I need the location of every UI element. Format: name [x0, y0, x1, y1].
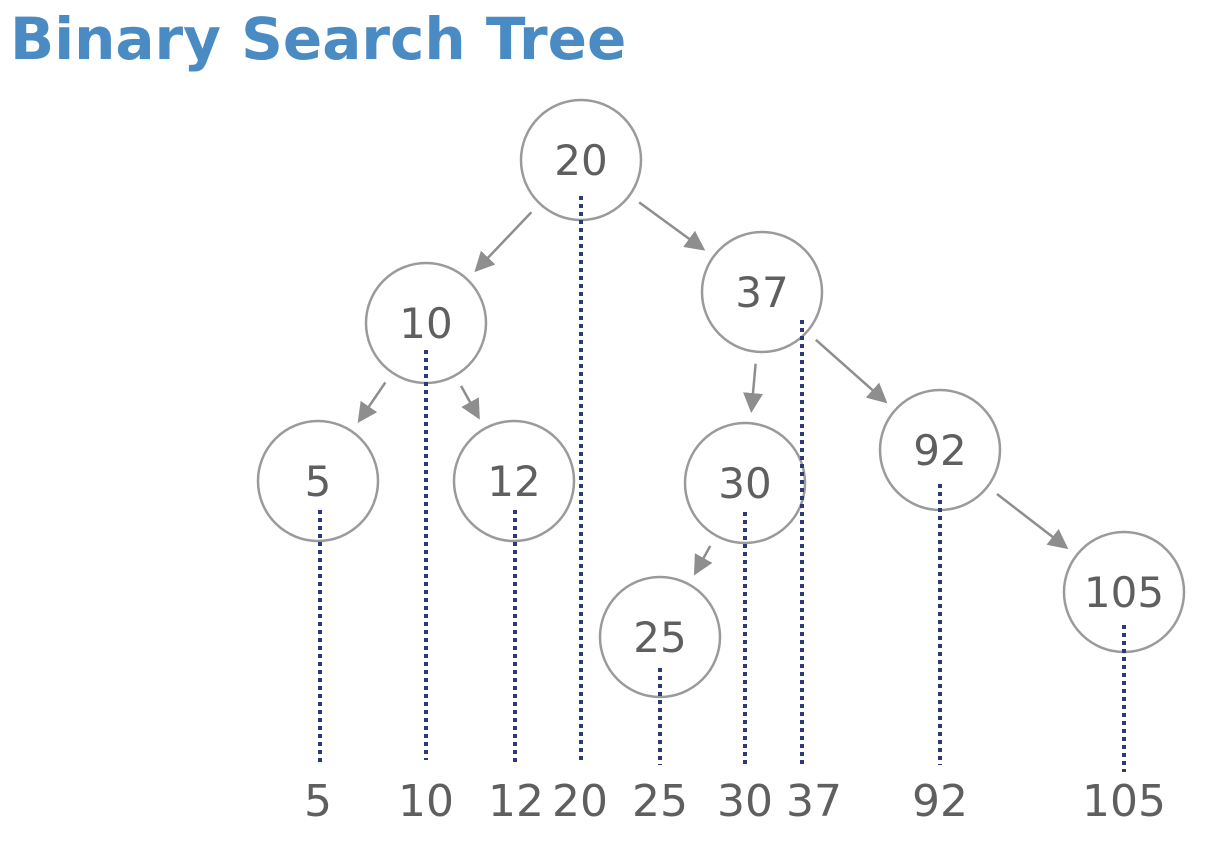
node-label: 105 — [1084, 568, 1164, 617]
edge-n10-n12 — [459, 385, 480, 420]
node-label: 10 — [399, 299, 452, 348]
tree-node: 10 — [364, 261, 488, 385]
node-circle — [452, 419, 576, 543]
sorted-value: 105 — [1082, 776, 1166, 827]
sorted-value: 12 — [488, 776, 544, 827]
tree-node: 12 — [452, 419, 576, 543]
edge-n10-n5 — [357, 381, 387, 424]
sorted-value: 20 — [552, 776, 608, 827]
tree-node: 5 — [256, 419, 380, 543]
sorted-value: 30 — [717, 776, 773, 827]
sorted-value: 92 — [912, 776, 968, 827]
tree-node: 20 — [519, 98, 643, 222]
tree-edges — [357, 201, 1069, 576]
node-label: 30 — [718, 459, 771, 508]
page-title: Binary Search Tree — [10, 5, 627, 73]
tree-node: 25 — [598, 575, 722, 699]
sorted-value: 10 — [398, 776, 454, 827]
node-label: 12 — [487, 457, 540, 506]
sorted-value: 37 — [786, 776, 842, 827]
node-circle — [700, 230, 824, 354]
tree-node: 37 — [700, 230, 824, 354]
tree-node: 105 — [1062, 530, 1186, 654]
edge-n20-n37 — [638, 201, 706, 251]
tree-node: 30 — [683, 421, 807, 545]
node-label: 37 — [735, 268, 788, 317]
edge-n20-n10 — [474, 211, 533, 273]
tree-nodes: 20 10 37 5 12 30 92 25 105 — [256, 98, 1186, 699]
sorted-value: 5 — [304, 776, 332, 827]
node-circle — [598, 575, 722, 699]
projection-guides — [318, 196, 1126, 772]
sorted-value: 25 — [632, 776, 688, 827]
edge-n37-n30 — [743, 363, 763, 414]
edge-n30-n25 — [693, 545, 713, 576]
node-circle — [256, 419, 380, 543]
node-label: 20 — [554, 136, 607, 185]
tree-node: 92 — [878, 388, 1002, 512]
edge-n37-n92 — [815, 338, 888, 404]
node-circle — [683, 421, 807, 545]
node-label: 5 — [305, 457, 332, 506]
node-label: 25 — [633, 613, 686, 662]
node-label: 92 — [913, 426, 966, 475]
edge-n92-n105 — [996, 492, 1069, 550]
